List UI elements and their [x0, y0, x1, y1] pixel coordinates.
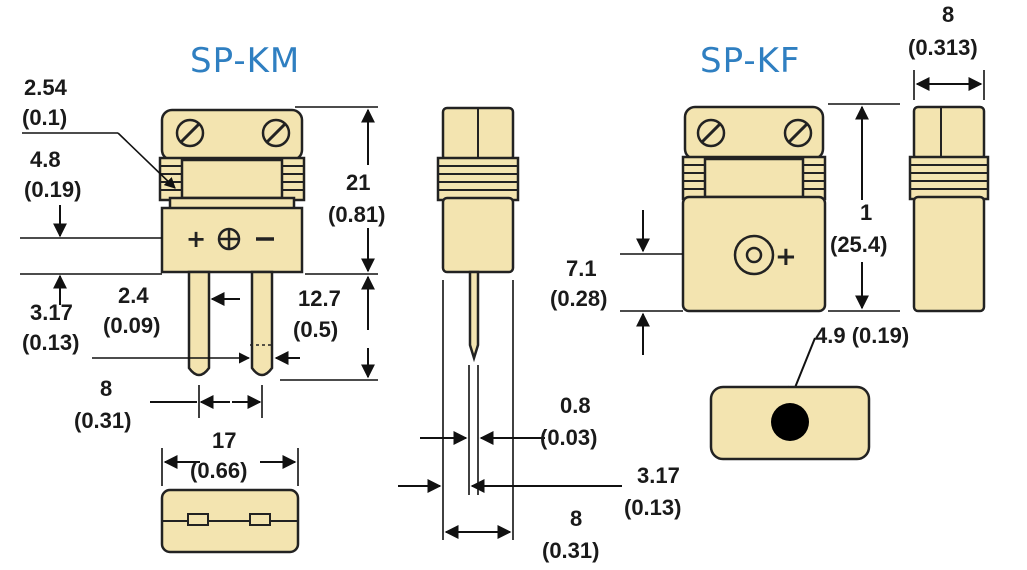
sp-km-bottom-view [160, 488, 300, 554]
side-dim-3-17: 3.17 [637, 463, 680, 488]
km-dim-21: 21 [346, 170, 370, 195]
sp-kf-bottom-view [709, 385, 871, 461]
km-dim-8: 8 [100, 376, 112, 401]
km-dim-17: 17 [212, 428, 236, 453]
sp-kf-side-view [908, 105, 990, 313]
km-dim-0-66: (0.66) [190, 458, 247, 483]
svg-text:+: + [186, 225, 206, 253]
side-dim-0-03: (0.03) [540, 425, 597, 450]
km-dim-0-09: (0.09) [103, 313, 160, 338]
km-dim-3-17: 3.17 [30, 300, 73, 325]
km-dim-0-13: (0.13) [22, 330, 79, 355]
km-dim-4-8: 4.8 [30, 147, 61, 172]
kf-dim-1: 1 [860, 200, 872, 225]
km-dim-2-4: 2.4 [118, 283, 149, 308]
title-sp-km: SP-KM [190, 41, 300, 81]
km-dim-0-19: (0.19) [24, 177, 81, 202]
socket-hole [771, 403, 809, 441]
side-dim-0-31: (0.31) [542, 538, 599, 563]
sp-km-front-view: + [158, 108, 306, 377]
kf-dim-4-9: 4.9 (0.19) [815, 323, 909, 348]
kf-dim-0-313: (0.313) [908, 35, 978, 60]
km-dim-0-1: (0.1) [22, 105, 67, 130]
km-dim-0-31: (0.31) [74, 408, 131, 433]
sp-km-dimension-lines [20, 106, 378, 486]
kf-dim-8: 8 [942, 2, 954, 27]
side-dim-0-13: (0.13) [624, 495, 681, 520]
kf-dim-7-1: 7.1 [566, 256, 597, 281]
km-dim-0-5: (0.5) [293, 317, 338, 342]
side-view [436, 106, 520, 363]
km-dim-2-54: 2.54 [24, 75, 68, 100]
side-view-dimension-lines [398, 280, 622, 540]
title-sp-kf: SP-KF [700, 41, 800, 81]
kf-dim-25-4: (25.4) [830, 232, 887, 257]
kf-dim-0-28: (0.28) [550, 286, 607, 311]
km-dim-12-7: 12.7 [298, 286, 341, 311]
km-dim-0-81: (0.81) [328, 202, 385, 227]
side-dim-0-8: 0.8 [560, 393, 591, 418]
sp-kf-front-view: + [681, 105, 827, 313]
side-dim-8: 8 [570, 506, 582, 531]
svg-text:+: + [775, 242, 797, 272]
sp-kf-dimension-lines [620, 103, 900, 402]
sp-kf-side-dimension-lines [913, 70, 985, 100]
